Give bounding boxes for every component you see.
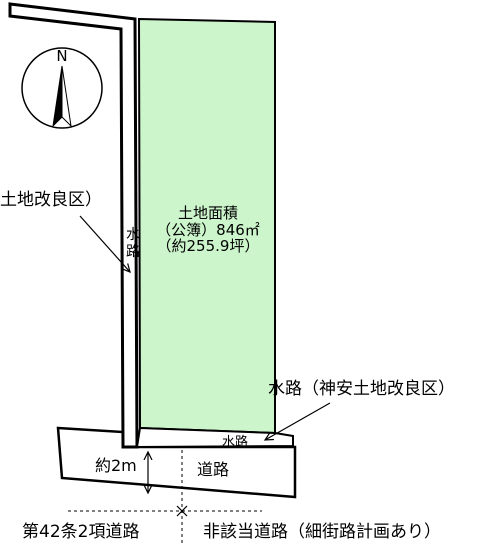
plot-area-official: （公簿）846㎡ <box>156 221 260 239</box>
channel-bottom-label: 水路 <box>222 434 248 450</box>
channel-vertical-label-1: 水 <box>126 227 140 243</box>
road-type-right-label: 非該当道路（細街路計画あり） <box>203 522 441 542</box>
left-callout-label: 土地改良区） <box>0 190 102 210</box>
plot-area-tsubo: （約255.9坪） <box>157 237 260 255</box>
water-channel-bottom <box>135 426 294 449</box>
boundary-cross-icon <box>176 505 188 517</box>
road-type-left-label: 第42条2項道路 <box>22 522 139 542</box>
water-channel-left <box>8 2 139 449</box>
plot-title: 土地面積 <box>178 204 238 222</box>
road-width-label: 約2m <box>95 456 137 475</box>
left-callout-arrow <box>79 215 130 272</box>
channel-vertical-label-2: 路 <box>126 244 140 260</box>
compass-north-label: N <box>56 47 67 65</box>
road-label: 道路 <box>197 460 229 479</box>
right-callout-label: 水路（神安土地改良区） <box>268 379 455 399</box>
north-arrow-icon-light-half <box>61 65 72 128</box>
right-callout-arrow <box>265 402 331 440</box>
compass-icon: N <box>21 47 103 129</box>
